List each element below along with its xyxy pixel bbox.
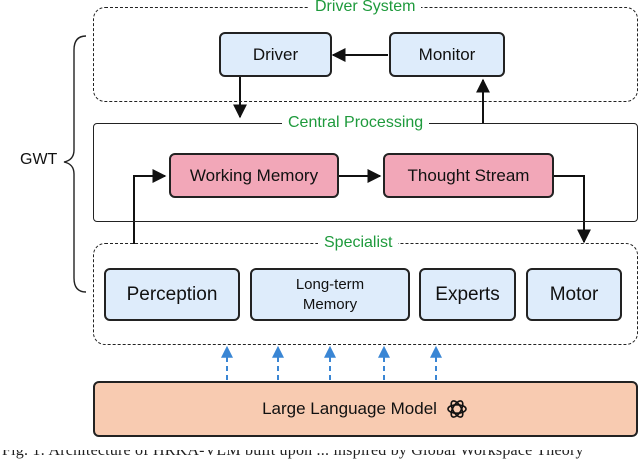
long-term-memory-node: Long-term Memory [250, 268, 410, 321]
gwt-brace [63, 35, 87, 293]
gwt-label: GWT [20, 151, 58, 168]
working-memory-label: Working Memory [189, 165, 319, 185]
monitor-label: Monitor [418, 44, 476, 64]
perception-label: Perception [126, 283, 218, 305]
driver-node: Driver [219, 32, 332, 77]
working-memory-node: Working Memory [169, 153, 339, 198]
central-processing-title: Central Processing [282, 114, 430, 132]
motor-node: Motor [526, 268, 622, 321]
llm-node: Large Language Model [93, 381, 638, 437]
experts-label: Experts [435, 283, 500, 305]
perception-node: Perception [104, 268, 240, 321]
llm-label: Large Language Model [262, 399, 437, 418]
long-term-memory-label-line2: Memory [302, 295, 358, 313]
figure-caption: Fig. 1: Architecture of HRKA-VLM built u… [2, 450, 584, 459]
thought-stream-label: Thought Stream [407, 165, 530, 185]
motor-label: Motor [549, 283, 599, 305]
arrow-thought-stream-to-specialist [554, 175, 591, 244]
openai-logo-icon [447, 400, 467, 418]
llm-content: Large Language Model [262, 397, 469, 421]
driver-system-title: Driver System [309, 0, 422, 16]
driver-system-group [93, 7, 638, 102]
long-term-memory-label-line1: Long-term [295, 275, 365, 293]
figure-caption-strip: Fig. 1: Architecture of HRKA-VLM built u… [0, 450, 640, 462]
thought-stream-node: Thought Stream [383, 153, 554, 198]
experts-node: Experts [419, 268, 516, 321]
specialist-title: Specialist [318, 234, 399, 252]
monitor-node: Monitor [389, 32, 505, 77]
driver-label: Driver [252, 44, 299, 64]
llm-to-specialist-arrows [221, 345, 442, 380]
